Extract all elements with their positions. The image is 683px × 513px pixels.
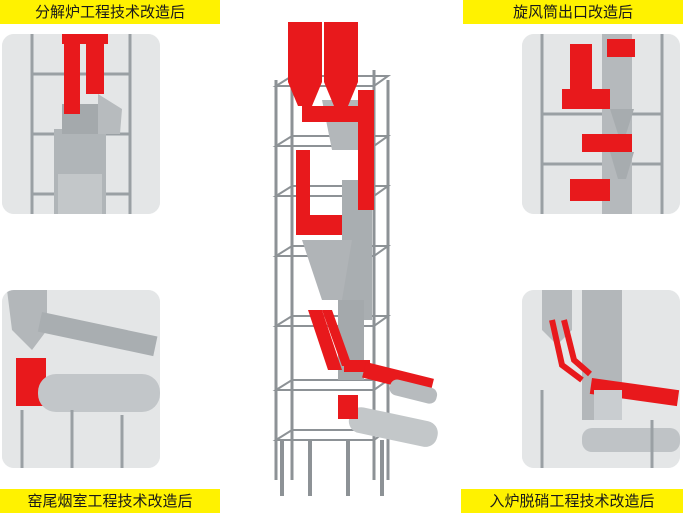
cyclone-illustration	[522, 34, 680, 214]
label-calciner-retrofit: 分解炉工程技术改造后	[0, 0, 220, 24]
preheater-tower	[262, 10, 442, 496]
label-denitration-retrofit: 入炉脱硝工程技术改造后	[461, 489, 683, 513]
panel-denitration	[522, 290, 680, 468]
panel-cyclone-outlet	[522, 34, 680, 214]
calciner-illustration	[2, 34, 160, 214]
preheater-tower-illustration	[272, 22, 438, 496]
label-kiln-inlet-retrofit: 窑尾烟室工程技术改造后	[0, 489, 220, 513]
panel-calciner	[2, 34, 160, 214]
panel-kiln-inlet	[2, 290, 160, 468]
denitration-illustration	[522, 290, 680, 468]
kiln-inlet-illustration	[2, 290, 160, 468]
label-cyclone-outlet-retrofit: 旋风筒出口改造后	[463, 0, 683, 24]
